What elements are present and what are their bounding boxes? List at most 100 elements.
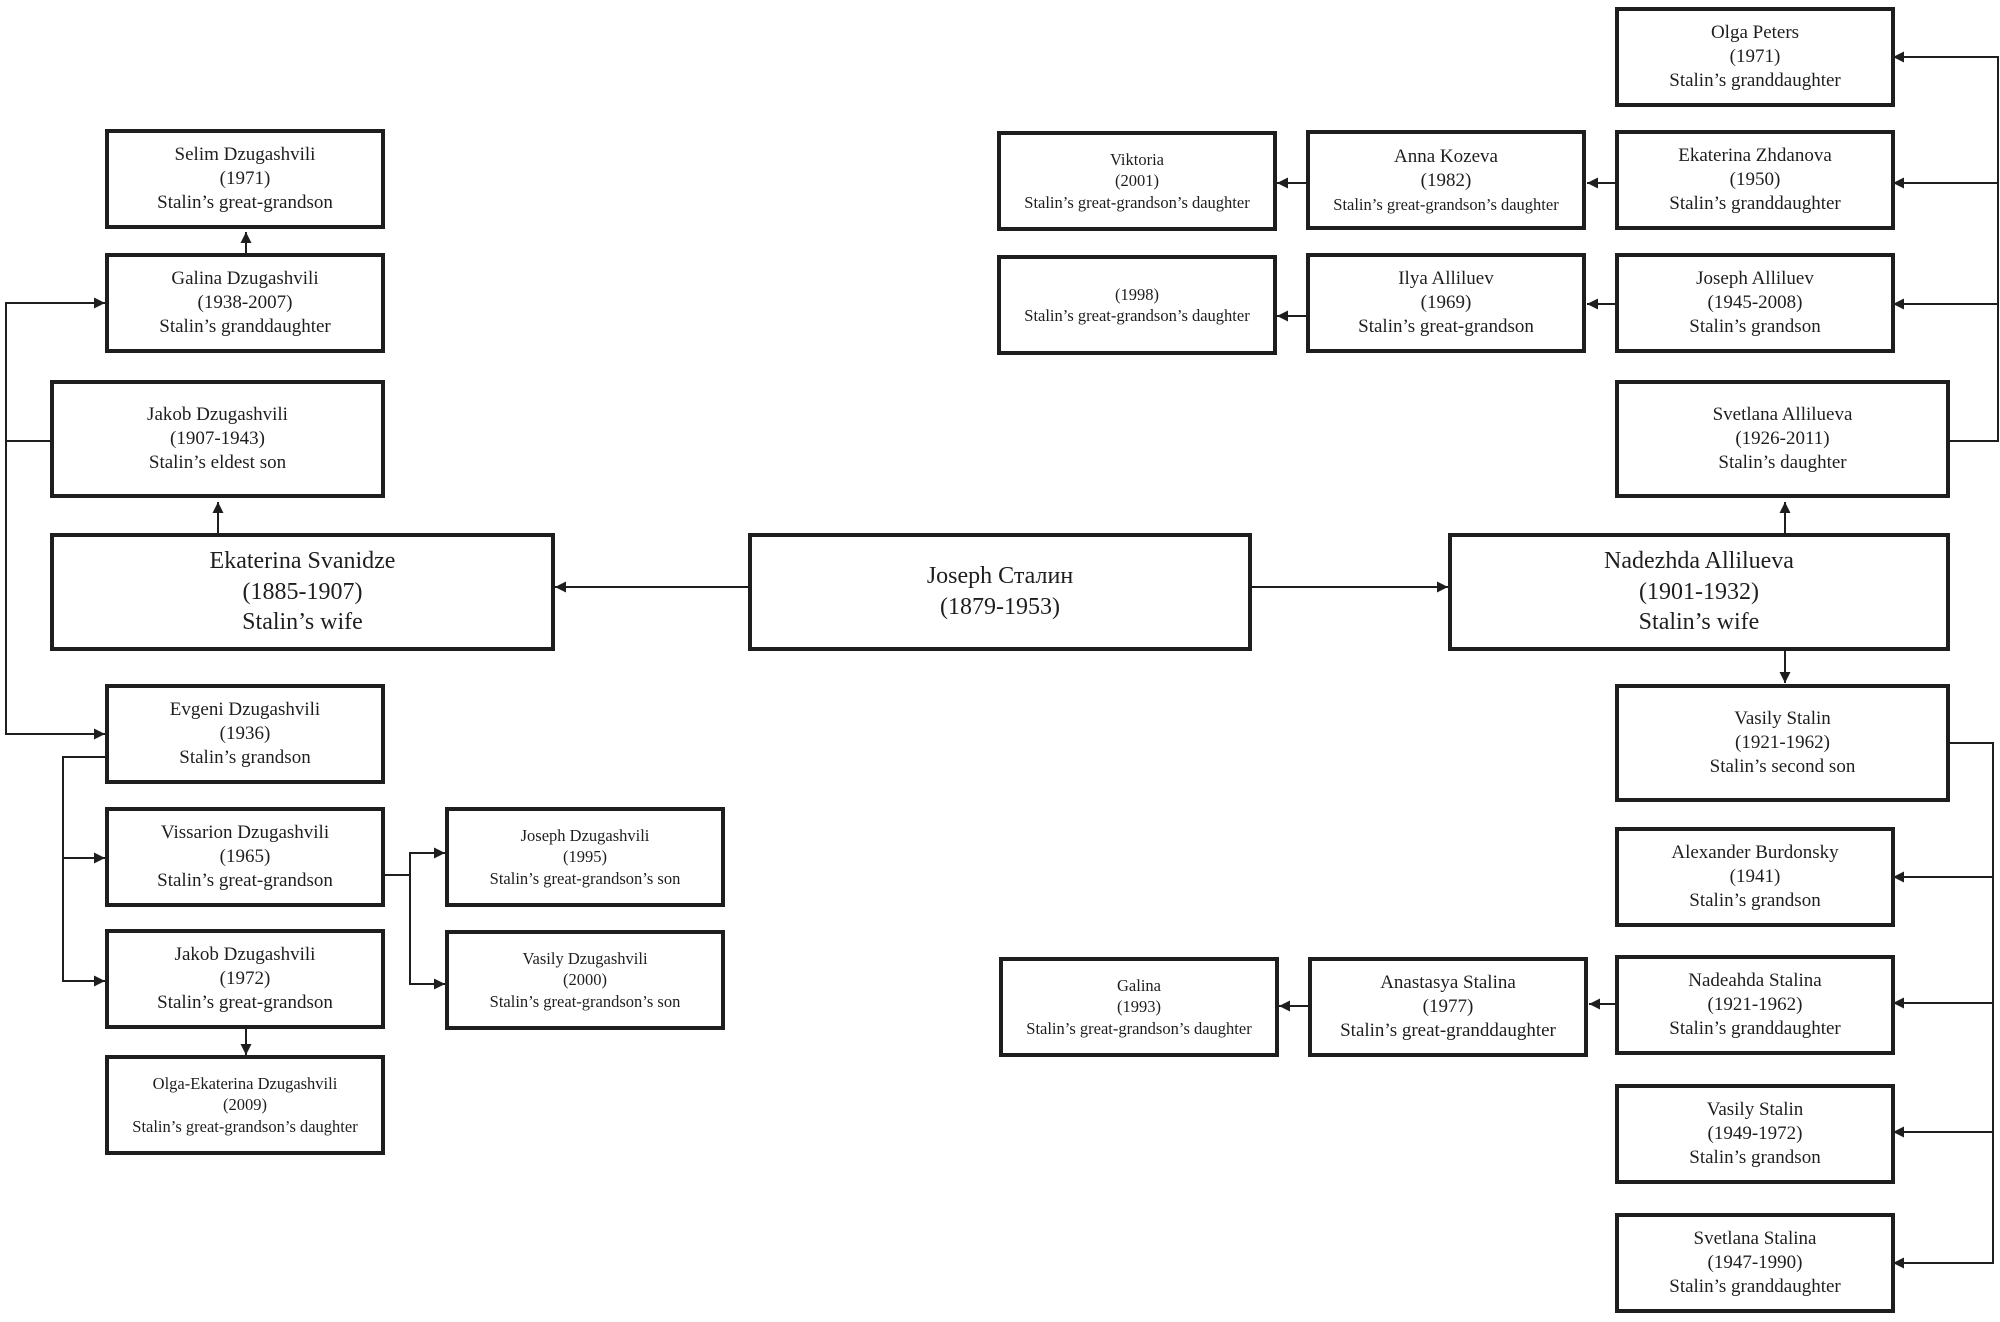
person-role: Stalin’s granddaughter (1669, 70, 1841, 92)
person-name: Joseph Сталин (926, 563, 1074, 590)
person-vasily-dzugashvili: Vasily Dzugashvili (2000) Stalin’s great… (445, 930, 725, 1030)
person-role: Stalin’s daughter (1718, 452, 1847, 474)
person-role: Stalin’s great-grandson’s daughter (1026, 1018, 1252, 1038)
person-years: (1921-1962) (1735, 731, 1830, 753)
person-years: (1901-1932) (1639, 578, 1759, 605)
person-nadezhda-allilueva: Nadezhda Allilueva (1901-1932) Stalin’s … (1448, 533, 1950, 651)
person-role: Stalin’s great-grandson (157, 192, 333, 214)
person-ilya-alliluev: Ilya Alliluev (1969) Stalin’s great-gran… (1306, 253, 1586, 353)
link-vasily-to-alexander (1893, 742, 1994, 883)
person-years: (1965) (219, 845, 271, 867)
person-years: (1885-1907) (242, 578, 363, 605)
person-role: Stalin’s granddaughter (1669, 193, 1841, 215)
link-jakob-to-evgeni (5, 441, 105, 740)
person-vasily-stalin-1949: Vasily Stalin (1949-1972) Stalin’s grand… (1615, 1084, 1895, 1184)
person-role: Stalin’s second son (1709, 756, 1856, 778)
person-name: Viktoria (1110, 150, 1164, 170)
person-years: (1977) (1422, 995, 1474, 1017)
person-years: (1947-1990) (1707, 1251, 1803, 1273)
person-ekaterina-svanidze: Ekaterina Svanidze (1885-1907) Stalin’s … (50, 533, 555, 651)
person-years: (1945-2008) (1707, 291, 1803, 313)
person-vissarion-dzugashvili: Vissarion Dzugashvili (1965) Stalin’s gr… (105, 807, 385, 907)
person-joseph-alliluev: Joseph Alliluev (1945-2008) Stalin’s gra… (1615, 253, 1895, 353)
person-ekaterina-zhdanova: Ekaterina Zhdanova (1950) Stalin’s grand… (1615, 130, 1895, 230)
person-olga-peters: Olga Peters (1971) Stalin’s granddaughte… (1615, 7, 1895, 107)
person-role: Stalin’s great-grandson’s son (489, 991, 681, 1011)
person-role: Stalin’s grandson (1689, 890, 1821, 912)
person-name: Joseph Dzugashvili (520, 826, 650, 846)
person-joseph-stalin: Joseph Сталин (1879-1953) (748, 533, 1252, 651)
person-viktoria: Viktoria (2001) Stalin’s great-grandson’… (997, 131, 1277, 231)
person-years: (1971) (219, 167, 271, 189)
person-years: (1941) (1729, 865, 1781, 887)
link-vissarion-to-vasily-dz (409, 875, 445, 990)
person-role: Stalin’s wife (1638, 609, 1760, 636)
person-role: Stalin’s granddaughter (159, 316, 331, 338)
person-years: (1993) (1117, 997, 1161, 1017)
person-role: Stalin’s grandson (1689, 1147, 1821, 1169)
person-role: Stalin’s great-grandson’s daughter (1024, 306, 1250, 325)
person-olga-ekaterina-dzugashvili: Olga-Ekaterina Dzugashvili (2009) Stalin… (105, 1055, 385, 1155)
person-name: Svetlana Stalina (1693, 1227, 1817, 1249)
person-name: Evgeni Dzugashvili (169, 698, 321, 720)
person-selim-dzugashvili: Selim Dzugashvili (1971) Stalin’s great-… (105, 129, 385, 229)
person-alexander-burdonsky: Alexander Burdonsky (1941) Stalin’s gran… (1615, 827, 1895, 927)
person-name: Anna Kozeva (1394, 146, 1498, 168)
person-svetlana-stalina: Svetlana Stalina (1947-1990) Stalin’s gr… (1615, 1213, 1895, 1313)
person-years: (1971) (1729, 45, 1781, 67)
person-jakob-dzugashvili-1907: Jakob Dzugashvili (1907-1943) Stalin’s e… (50, 380, 385, 498)
person-years: (1950) (1729, 168, 1781, 190)
person-galina-1993: Galina (1993) Stalin’s great-grandson’s … (999, 957, 1279, 1057)
person-years: (2001) (1115, 171, 1159, 191)
person-name: Ekaterina Svanidze (209, 547, 396, 574)
person-name: Joseph Alliluev (1696, 267, 1814, 289)
person-name: Vasily Stalin (1706, 1098, 1804, 1120)
link-vissarion-to-joseph-dz (384, 847, 445, 876)
link-evgeni-to-vissarion (62, 756, 105, 864)
person-role: Stalin’s wife (242, 609, 363, 636)
person-name: Vissarion Dzugashvili (160, 821, 330, 843)
person-name: Nadeahda Stalina (1688, 969, 1822, 991)
person-role: Stalin’s great-grandson (157, 992, 333, 1014)
person-role: Stalin’s great-grandson’s daughter (1333, 194, 1559, 214)
person-role: Stalin’s great-grandson’s daughter (1024, 192, 1250, 212)
person-years: (1879-1953) (940, 594, 1060, 620)
person-svetlana-allilueva: Svetlana Allilueva (1926-2011) Stalin’s … (1615, 380, 1950, 498)
person-years: (2009) (223, 1095, 267, 1115)
person-years: (1995) (563, 847, 607, 867)
person-name: Vasily Dzugashvili (522, 949, 648, 969)
link-svetlana-to-olga-peters (1893, 51, 1999, 442)
person-anna-kozeva: Anna Kozeva (1982) Stalin’s great-grands… (1306, 130, 1586, 230)
person-name: Ekaterina Zhdanova (1678, 144, 1832, 166)
person-name: Galina (1117, 976, 1161, 996)
person-name: Alexander Burdonsky (1671, 841, 1839, 863)
person-years: (1907-1943) (170, 427, 265, 449)
person-name: Jakob Dzugashvili (174, 943, 316, 965)
person-name: Jakob Dzugashvili (147, 403, 288, 425)
person-years: (1949-1972) (1707, 1122, 1803, 1144)
person-anastasya-stalina: Anastasya Stalina (1977) Stalin’s great-… (1308, 957, 1588, 1057)
person-role: Stalin’s granddaughter (1669, 1018, 1841, 1040)
person-role: Stalin’s great-grandson’s son (489, 868, 681, 888)
person-years: (2000) (563, 970, 607, 990)
person-name: Galina Dzugashvili (171, 267, 319, 289)
person-evgeni-dzugashvili: Evgeni Dzugashvili (1936) Stalin’s grand… (105, 684, 385, 784)
person-nadeahda-stalina: Nadeahda Stalina (1921-1962) Stalin’s gr… (1615, 955, 1895, 1055)
person-name: Vasily Stalin (1734, 707, 1831, 729)
link-jakob-to-galina (5, 297, 105, 442)
link-evgeni-to-jakob-1972 (62, 858, 105, 987)
person-galina-dzugashvili: Galina Dzugashvili (1938-2007) Stalin’s … (105, 253, 385, 353)
person-jakob-dzugashvili-1972: Jakob Dzugashvili (1972) Stalin’s great-… (105, 929, 385, 1029)
link-vasily-to-vasily-1949 (1893, 1003, 1994, 1138)
person-role: Stalin’s grandson (179, 747, 311, 769)
link-vasily-to-svetlana-stalina (1893, 1132, 1994, 1269)
link-vasily-to-nadeahda (1893, 877, 1994, 1009)
person-years: (1998) (1115, 284, 1159, 304)
person-name: Nadezhda Allilueva (1604, 547, 1794, 574)
person-years: (1936) (219, 722, 271, 744)
person-name: Ilya Alliluev (1398, 267, 1494, 289)
person-role: Stalin’s great-grandson (1358, 316, 1534, 338)
person-role: Stalin’s great-grandson (157, 870, 333, 892)
